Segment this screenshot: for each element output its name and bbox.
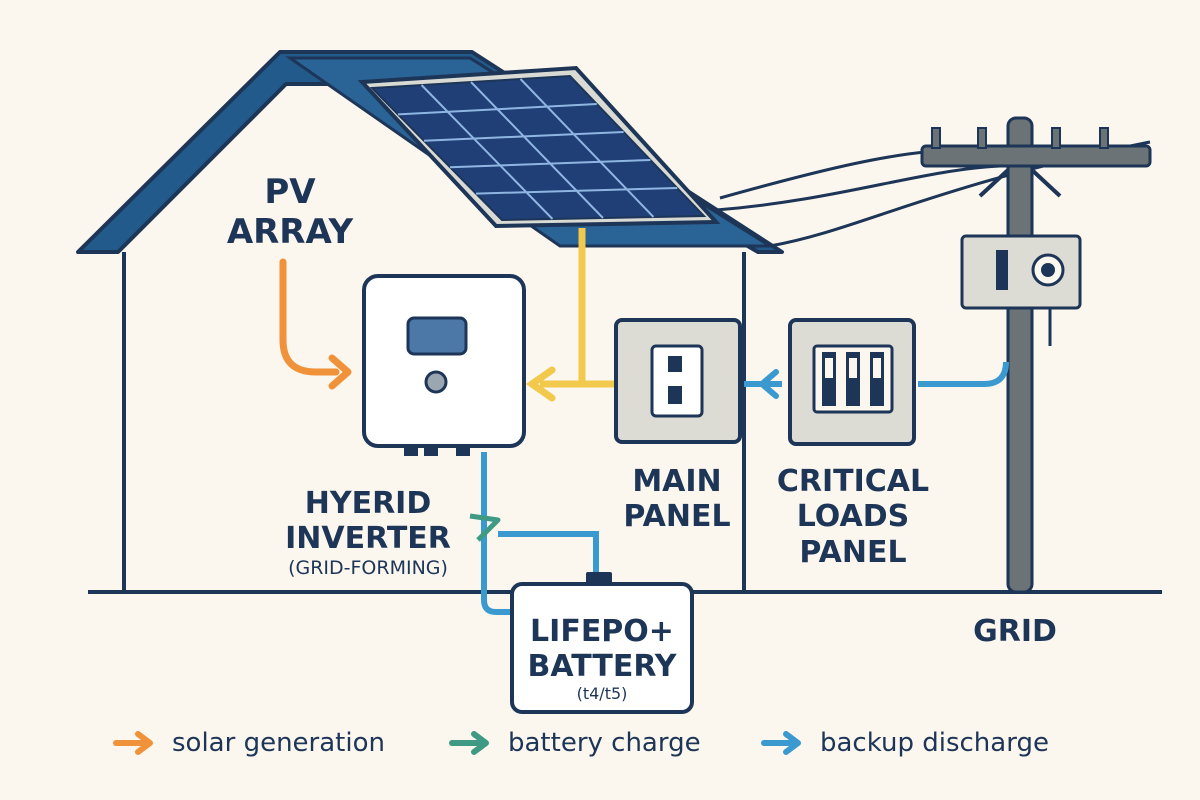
- battery-charge-arrowhead: [469, 513, 501, 542]
- battery-icon: [510, 572, 694, 714]
- inverter-label-line-1: HYERID: [304, 486, 432, 521]
- breaker-panel-icon: [788, 318, 916, 446]
- pv-array-label-line-1: PV: [264, 172, 316, 212]
- critical-to-main-arrowhead: [757, 369, 779, 399]
- solar-flow-line: [540, 228, 586, 388]
- inverter-icon: [362, 274, 526, 456]
- inverter-label-line-2: INVERTER: [285, 521, 451, 557]
- inverter-label: HYERID INVERTER (GRID-FORMING): [268, 486, 468, 579]
- main-panel-label-line-1: MAIN: [632, 464, 722, 499]
- solar-cell-divider: [519, 78, 655, 218]
- meter-icon: [960, 234, 1082, 346]
- legend-battery-charge: battery charge: [448, 728, 701, 758]
- battery-charge-line: [498, 531, 599, 574]
- pv-array-arrowhead: [328, 354, 352, 390]
- main-panel-label: MAIN PANEL: [612, 464, 742, 535]
- pv-array-arrow: [279, 258, 340, 376]
- critical-panel-label-line-1: CRITICAL: [776, 464, 930, 499]
- critical-panel-label-line-3: PANEL: [799, 534, 907, 570]
- house-wall: [122, 252, 746, 592]
- solar-cell-divider: [423, 131, 624, 142]
- legend-solar-generation: solar generation: [112, 728, 385, 758]
- solar-cell-divider: [475, 187, 678, 195]
- solar-cell-divider: [449, 159, 651, 169]
- power-line-middle: [715, 164, 1001, 212]
- legend-backup-discharge: backup discharge: [760, 728, 1049, 758]
- battery-label: LIFEPO+ BATTERY (t4/t5): [516, 614, 688, 704]
- backup-discharge-line: [481, 452, 516, 615]
- arrow-icon: [761, 731, 801, 755]
- critical-panel-label: CRITICAL LOADS PANEL: [768, 464, 938, 570]
- battery-label-line-1: LIFEPO+: [530, 614, 674, 649]
- solar-cell-divider: [420, 84, 554, 220]
- solar-flow-arrowhead: [525, 366, 556, 402]
- legend-battery-charge-label: battery charge: [508, 728, 701, 758]
- pv-array-label-line-2: ARRAY: [226, 212, 354, 253]
- solar-panel-icon: [357, 65, 721, 229]
- battery-note: (t4/t5): [576, 683, 628, 703]
- legend-backup-discharge-label: backup discharge: [820, 728, 1049, 758]
- arrow-icon: [113, 731, 153, 755]
- solar-cell-divider: [470, 81, 604, 219]
- legend-solar-generation-label: solar generation: [172, 728, 385, 758]
- main-panel-icon: [614, 318, 742, 444]
- arrow-icon: [449, 731, 489, 755]
- grid-to-critical-line: [918, 361, 1009, 387]
- pv-array-label: PV ARRAY: [216, 172, 364, 252]
- main-panel-label-line-2: PANEL: [623, 499, 731, 535]
- solar-cell-divider: [397, 103, 597, 116]
- critical-panel-label-line-2: LOADS: [796, 499, 910, 535]
- inverter-note: (GRID-FORMING): [288, 556, 448, 579]
- house-roof: [76, 50, 784, 254]
- grid-label: GRID: [973, 614, 1057, 649]
- battery-label-line-2: BATTERY: [527, 649, 677, 685]
